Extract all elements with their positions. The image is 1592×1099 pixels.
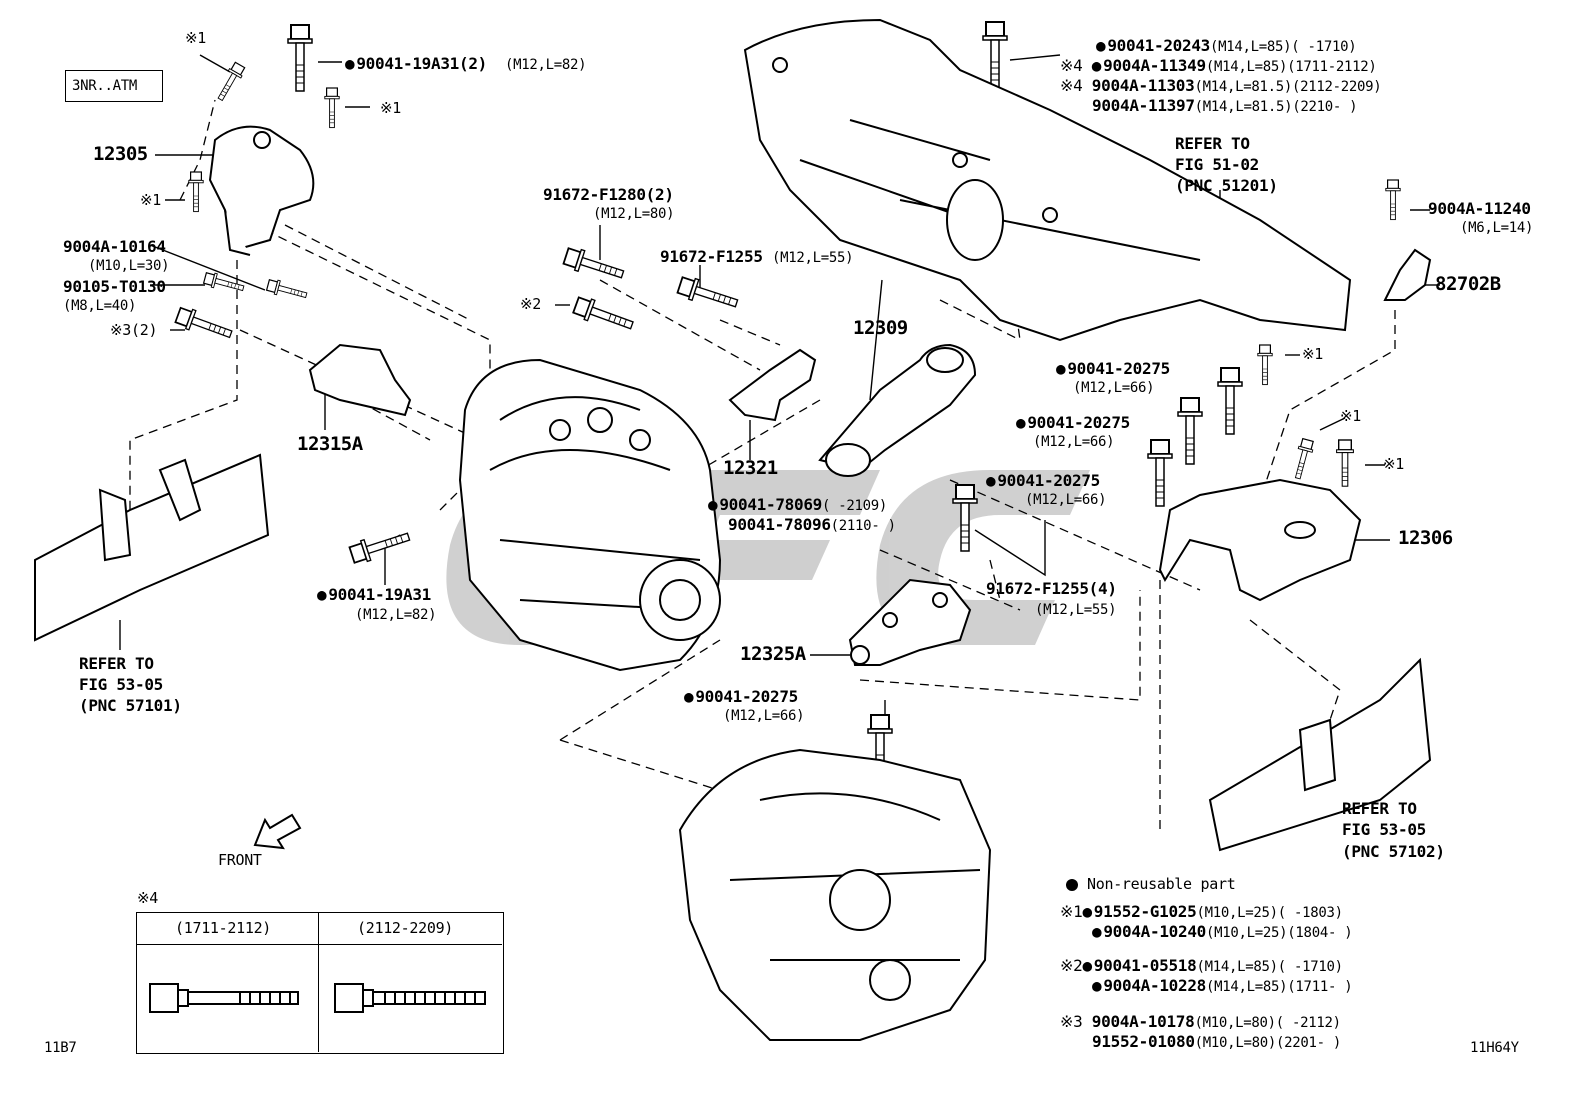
table-header-rule: [136, 944, 502, 945]
bolt-90041-20275-b-spec: (M12,L=66): [1033, 434, 1115, 450]
note1-third: ※1: [140, 191, 161, 209]
refer-57101-line1: REFER TO: [79, 654, 154, 673]
bolt-9004A-10164-num: 9004A-10164: [63, 237, 166, 256]
part-12306: 12306: [1398, 527, 1453, 549]
note2: ※2: [520, 295, 541, 313]
variant-label: 3NR..ATM: [72, 78, 138, 94]
top-list-row-2: ※4 9004A-11349(M14,L=85)(1711-2112): [1060, 56, 1377, 76]
refer-57101-line2: FIG 53-05: [79, 675, 163, 694]
bolt-90105-T0130-num: 90105-T0130: [63, 277, 166, 296]
bolt-90041-78069-num: 90041-78069( -2109): [708, 495, 887, 515]
component-shapes: [34, 18, 1432, 1041]
bolt-9004A-10164-spec: (M10,L=30): [88, 258, 170, 274]
nonreusable-bullet: [1066, 879, 1078, 891]
bolt-90041-20275-b-num: 90041-20275: [1016, 413, 1130, 432]
table-bolt-icons: [149, 983, 486, 1013]
bolt-90041-19A31-spec: (M12,L=82): [355, 607, 437, 623]
bolt-90041-19A31-2-num: 90041-19A31(2): [345, 54, 487, 73]
note1-right-c: ※1: [1383, 455, 1404, 473]
note1-top: ※1: [185, 29, 206, 47]
legend-row-1: ※191552-G1025(M10,L=25)( -1803): [1060, 902, 1343, 922]
top-list-row-1: 90041-20243(M14,L=85)( -1710): [1096, 36, 1357, 56]
legend-row-6: 91552-01080(M10,L=80)(2201- ): [1092, 1032, 1341, 1051]
top-list-row-4: 9004A-11397(M14,L=81.5)(2210- ): [1092, 96, 1358, 115]
table-col-rule: [318, 912, 319, 1052]
refer-51201-line3: (PNC 51201): [1175, 176, 1278, 195]
bolt-9004A-11240-num: 9004A-11240: [1428, 199, 1531, 218]
bolt-90041-20275-c-num: 90041-20275: [986, 471, 1100, 490]
refer-51201-line1: REFER TO: [1175, 134, 1250, 153]
bolt-90041-19A31-num: 90041-19A31: [317, 585, 431, 604]
note1-second: ※1: [380, 99, 401, 117]
bolt-90041-20275-a-num: 90041-20275: [1056, 359, 1170, 378]
legend-row-4: 9004A-10228(M14,L=85)(1711- ): [1092, 976, 1353, 996]
part-12315A: 12315A: [297, 433, 363, 455]
bolt-91672-F1280-num: 91672-F1280(2): [543, 185, 674, 204]
refer-57102-line1: REFER TO: [1342, 799, 1417, 818]
bolt-91672-F1255-4-spec: (M12,L=55): [1035, 602, 1117, 618]
bolt-90041-20275-c-spec: (M12,L=66): [1025, 492, 1107, 508]
bolt-90041-20275-a-spec: (M12,L=66): [1073, 380, 1155, 396]
note1-right-a: ※1: [1302, 345, 1323, 363]
legend-row-3: ※290041-05518(M14,L=85)( -1710): [1060, 956, 1343, 976]
part-12305: 12305: [93, 143, 148, 165]
bolt-90041-19A31-2-spec: (M12,L=82): [505, 57, 587, 73]
refer-57102-line2: FIG 53-05: [1342, 820, 1426, 839]
bolt-90041-20275-d-num: 90041-20275: [684, 687, 798, 706]
legend-row-2: 9004A-10240(M10,L=25)(1804- ): [1092, 922, 1353, 942]
part-82702B: 82702B: [1435, 273, 1501, 295]
front-arrow-icon: [253, 813, 302, 850]
table-mark: ※4: [137, 889, 158, 907]
refer-51201-line2: FIG 51-02: [1175, 155, 1259, 174]
bolt-91672-F1255-num: 91672-F1255 (M12,L=55): [660, 247, 854, 266]
bolt-9004A-11240-spec: (M6,L=14): [1460, 220, 1534, 236]
part-12321: 12321: [723, 457, 778, 479]
dashed-lines: [129, 99, 1396, 861]
bolt-90105-T0130-spec: (M8,L=40): [63, 298, 137, 314]
figure-code-left: 11B7: [44, 1040, 77, 1056]
bolt-91672-F1255-4-num: 91672-F1255(4): [986, 579, 1117, 598]
refer-57102-line3: (PNC 57102): [1342, 842, 1445, 861]
top-list-row-3: ※4 9004A-11303(M14,L=81.5)(2112-2209): [1060, 76, 1382, 95]
note3-2: ※3(2): [110, 321, 158, 339]
bolt-90041-78096-num: 90041-78096(2110- ): [728, 515, 896, 534]
note1-right-b: ※1: [1340, 407, 1361, 425]
bolt-90041-20275-d-spec: (M12,L=66): [723, 708, 805, 724]
legend-row-5: ※3 9004A-10178(M10,L=80)( -2112): [1060, 1012, 1341, 1031]
figure-code-right: 11H64Y: [1470, 1040, 1519, 1056]
part-12325A: 12325A: [740, 643, 806, 665]
variant-table: [136, 912, 504, 1054]
table-col1-header: (1711-2112): [175, 919, 272, 937]
refer-57101-line3: (PNC 57101): [79, 696, 182, 715]
part-12309: 12309: [853, 317, 908, 339]
variant-box: [65, 70, 163, 102]
table-col2-header: (2112-2209): [357, 919, 454, 937]
legend-nonreusable: Non-reusable part: [1087, 875, 1236, 893]
front-label: FRONT: [218, 851, 262, 869]
bolt-91672-F1280-spec: (M12,L=80): [593, 206, 675, 222]
